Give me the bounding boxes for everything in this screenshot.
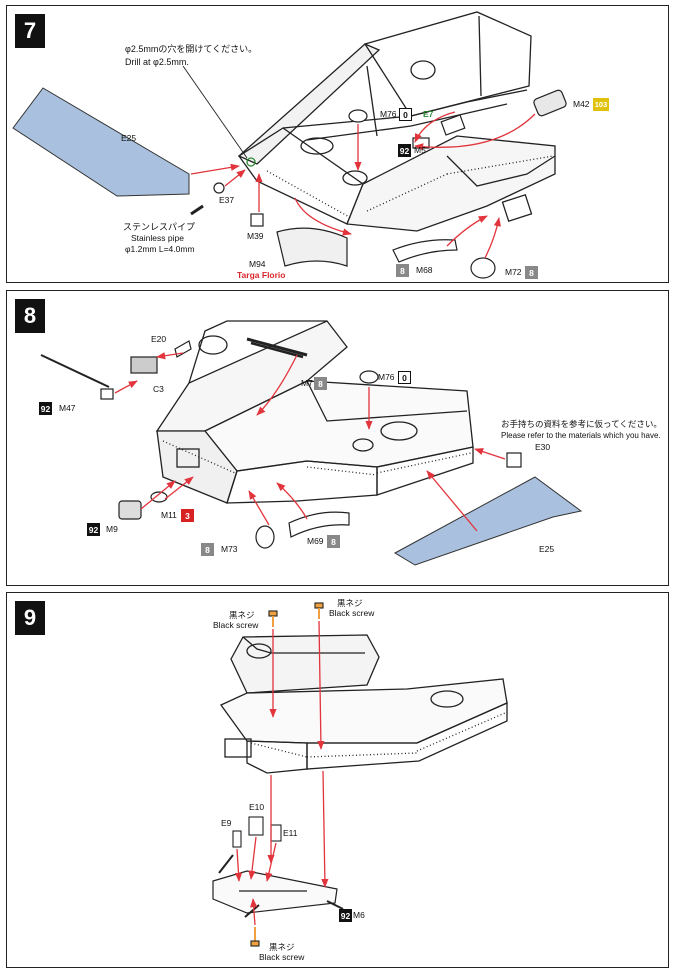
step-8-drawing (40, 320, 583, 566)
part-m42 (533, 89, 567, 117)
label-m5: M5 (414, 145, 426, 155)
label-m69: M69 (307, 536, 324, 546)
label-m76: M76 (378, 372, 395, 382)
screw-3-en: Black screw (259, 952, 305, 962)
code-m47: 92 (39, 402, 52, 415)
code-m76: 0 (398, 371, 411, 384)
label-m94: M94 (249, 259, 266, 269)
step-7-panel: 7 (6, 5, 669, 283)
pipe-note-en: Stainless pipe (131, 233, 184, 243)
part-m47 (100, 388, 114, 400)
label-m68: M68 (416, 265, 433, 275)
part-stainless-pipe (190, 204, 204, 216)
pipe-note-jp: ステンレスパイプ (123, 222, 196, 232)
label-m76: M76 (380, 109, 397, 119)
label-e30: E30 (535, 442, 551, 452)
part-m69 (288, 511, 350, 538)
code-m7: 8 (314, 377, 327, 390)
label-m72: M72 (505, 267, 522, 277)
step-9-drawing (212, 602, 508, 947)
label-m11: M11 (161, 510, 177, 520)
part-e11 (270, 824, 282, 842)
step-number: 9 (15, 601, 45, 635)
code-m5: 92 (398, 144, 411, 157)
code-m76: 0 (399, 108, 412, 121)
part-m72 (470, 257, 496, 279)
step-number: 8 (15, 299, 45, 333)
part-m7 (250, 341, 304, 359)
label-m7: M7 (301, 378, 313, 388)
part-e10 (248, 816, 264, 836)
label-e20: E20 (151, 334, 167, 344)
screw-2-jp: 黒ネジ (337, 598, 363, 608)
reference-note-jp: お手持ちの資料を参考に仮ってください。 (501, 419, 662, 429)
code-m11: 3 (181, 509, 194, 522)
label-m73: M73 (221, 544, 238, 554)
step-7-drawing (12, 11, 567, 279)
part-e30 (506, 452, 522, 468)
part-m47-rod (40, 354, 110, 388)
label-m47: M47 (59, 403, 76, 413)
screw-1-en: Black screw (213, 620, 259, 630)
part-m76 (348, 109, 368, 123)
part-e9 (232, 830, 242, 848)
part-m73 (255, 525, 275, 549)
label-m42: M42 (573, 99, 590, 109)
step-8-panel: 8 (6, 290, 669, 586)
chassis-frame (237, 11, 556, 232)
decal-e25 (393, 476, 583, 566)
black-screw-3 (250, 927, 260, 947)
decal-e25 (12, 87, 190, 197)
part-e20 (174, 340, 192, 358)
label-c3: C3 (153, 384, 164, 394)
code-m69: 8 (327, 535, 340, 548)
part-m76 (359, 370, 379, 384)
part-e7 (440, 114, 466, 136)
label-m6: M6 (353, 910, 365, 920)
reference-note-en: Please refer to the materials which you … (501, 431, 661, 440)
step-number: 7 (15, 14, 45, 48)
part-m39 (250, 213, 264, 227)
label-e9: E9 (221, 818, 232, 828)
label-e10: E10 (249, 802, 265, 812)
label-m39: M39 (247, 231, 264, 241)
label-m9: M9 (106, 524, 118, 534)
step-9-panel: 9 (6, 592, 669, 968)
screw-2-en: Black screw (329, 608, 375, 618)
code-m73: 8 (201, 543, 214, 556)
part-m9 (118, 500, 142, 520)
part-m68 (392, 239, 458, 263)
pipe-note-dim: φ1.2mm L=4.0mm (125, 244, 195, 254)
label-e25: E25 (121, 133, 137, 143)
part-c3 (130, 356, 158, 374)
label-e11: E11 (283, 828, 298, 838)
label-e25: E25 (539, 544, 555, 554)
black-screw-2 (314, 602, 324, 619)
code-m9: 92 (87, 523, 100, 536)
code-m68: 8 (396, 264, 409, 277)
drill-note-jp: φ2.5mmの穴を開けてください。 (125, 44, 258, 54)
code-m72: 8 (525, 266, 538, 279)
label-e7: E7 (423, 109, 434, 119)
code-m6: 92 (339, 909, 352, 922)
part-m94 (276, 227, 348, 267)
chassis-frame (155, 320, 474, 504)
chassis-frame (220, 634, 508, 774)
bottom-plate (212, 854, 344, 918)
black-screw-1 (268, 610, 278, 627)
label-e37: E37 (219, 195, 235, 205)
screw-1-jp: 黒ネジ (229, 610, 255, 620)
part-e37 (213, 182, 225, 194)
screw-3-jp: 黒ネジ (269, 942, 295, 952)
drill-note-en: Drill at φ2.5mm. (125, 57, 189, 67)
code-m42: 103 (593, 98, 609, 111)
label-targa-florio: Targa Florio (237, 270, 286, 280)
